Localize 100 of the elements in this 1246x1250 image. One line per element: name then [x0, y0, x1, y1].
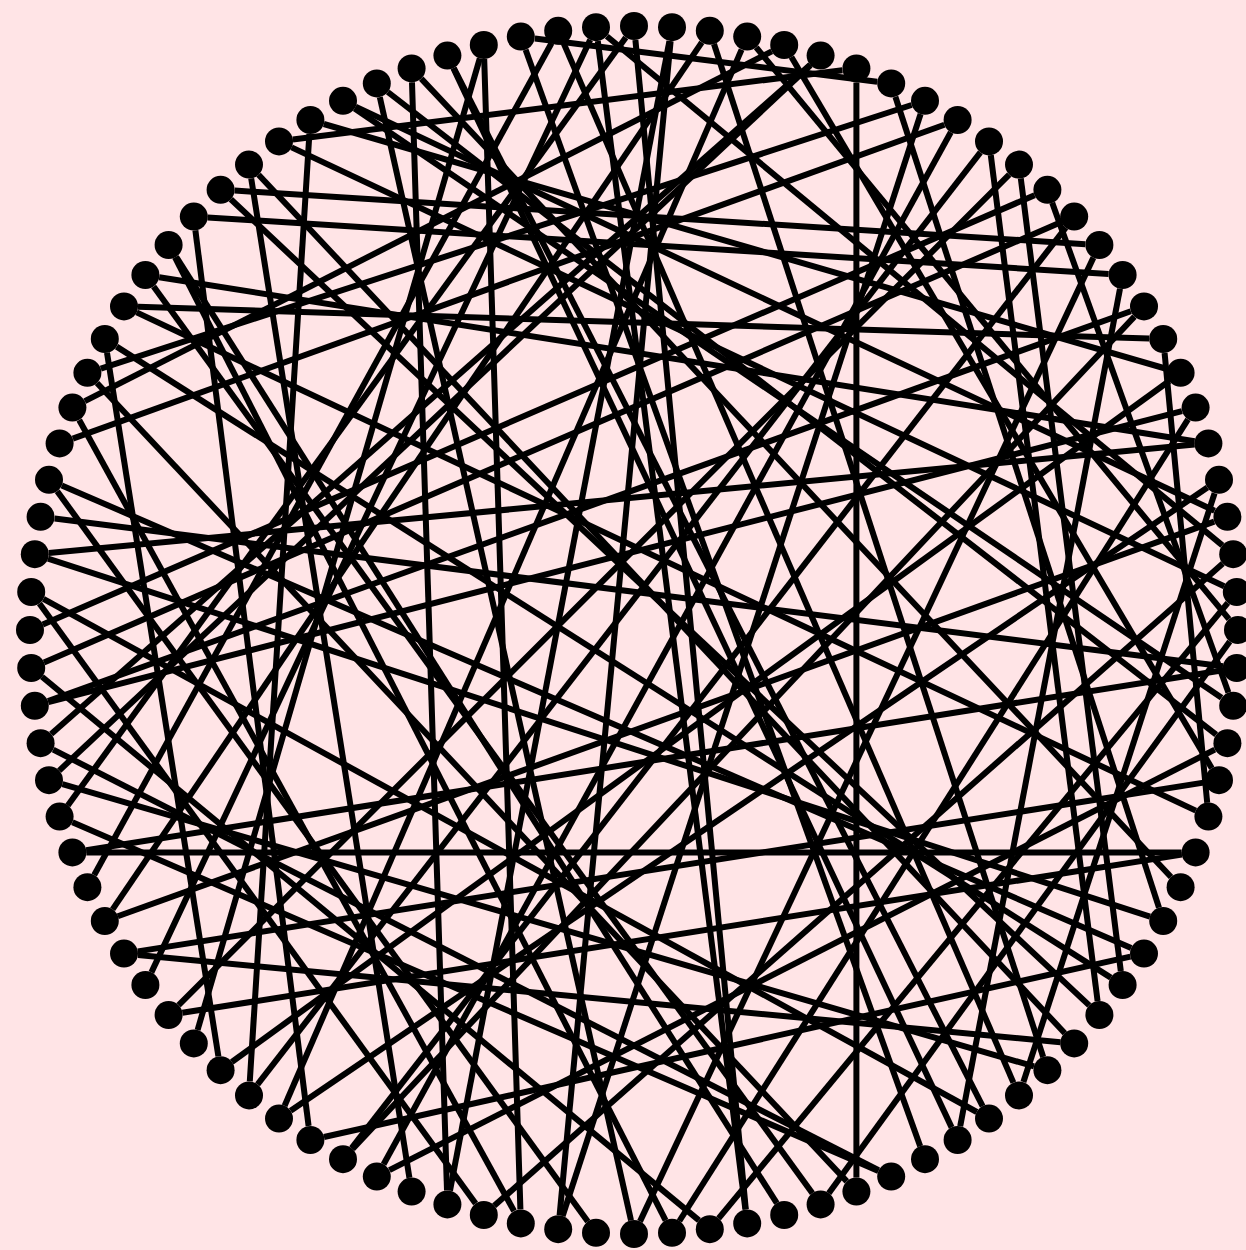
node-dot — [1085, 231, 1114, 259]
connector-line — [104, 352, 222, 1057]
connector-line — [54, 515, 1224, 670]
connector-line — [61, 781, 1035, 1070]
connector-line — [99, 102, 913, 372]
node-dot — [695, 1215, 724, 1244]
connector-line — [230, 378, 1171, 1065]
node-dot — [770, 1201, 799, 1229]
node-dot — [154, 231, 183, 259]
connector-line — [48, 441, 1195, 556]
node-dot — [1166, 873, 1195, 902]
node-dot — [1108, 261, 1137, 289]
node-dot — [544, 1215, 573, 1244]
connector-line — [42, 219, 1063, 666]
connector-line — [788, 55, 1215, 770]
connector-line — [47, 408, 1183, 706]
connector-line — [83, 48, 774, 404]
node-dot — [842, 54, 871, 83]
connector-line — [40, 674, 701, 1223]
node-dot — [265, 1104, 293, 1133]
node-dot — [770, 31, 799, 59]
connector-line — [234, 187, 1086, 248]
connector-line — [115, 344, 1113, 981]
node-dot — [544, 16, 573, 45]
connector-line — [632, 39, 749, 1210]
connector-line — [853, 82, 860, 1178]
connector-line — [826, 639, 1233, 1195]
node-dot — [506, 22, 535, 51]
node-dot — [45, 429, 74, 458]
node-dot — [397, 54, 426, 83]
node-dot — [582, 13, 610, 42]
connector-line — [47, 308, 1132, 704]
node-dot — [1149, 325, 1178, 353]
connector-line — [71, 121, 946, 442]
node-dot — [265, 127, 293, 156]
node-dot — [179, 202, 208, 231]
node-dot — [16, 616, 44, 644]
node-dot — [73, 873, 102, 902]
node-dot — [1033, 1056, 1062, 1085]
node-dot — [506, 1209, 535, 1238]
connector-line — [290, 144, 1226, 589]
node-dot — [806, 41, 835, 70]
node-dot — [131, 261, 160, 289]
connector-line — [41, 192, 1036, 628]
connector-line — [135, 309, 1198, 814]
node-dot — [58, 393, 87, 422]
node-dot — [1205, 465, 1233, 494]
node-dot — [582, 1218, 610, 1247]
connector-line — [676, 417, 1191, 1223]
connector-line — [376, 96, 634, 1222]
node-dot — [329, 1145, 357, 1174]
connector-line — [354, 103, 1216, 514]
node-dot — [362, 69, 391, 98]
connector-line — [1020, 492, 1218, 1083]
node-dot — [1033, 175, 1062, 204]
connector-line — [716, 600, 1231, 1221]
connector-line — [957, 288, 1123, 1127]
connector-line — [388, 746, 1217, 1173]
connector-line — [892, 95, 1162, 909]
connector-line — [987, 154, 1101, 1002]
connector-line — [36, 601, 479, 1206]
connector-line — [753, 45, 1232, 622]
node-dot — [877, 69, 906, 98]
connector-line — [380, 130, 954, 1166]
connector-line — [409, 82, 450, 1191]
connector-line — [556, 40, 674, 1216]
node-dot — [1005, 1081, 1033, 1110]
node-dot — [110, 939, 138, 968]
connector-line — [349, 225, 1069, 1151]
connector-line — [76, 418, 517, 1213]
connector-line — [54, 489, 591, 1224]
connector-line — [192, 230, 312, 1127]
connector-line — [604, 33, 1225, 548]
connector-line — [711, 43, 1047, 1058]
connector-line — [172, 256, 669, 1222]
node-dot — [20, 540, 49, 569]
node-dot — [1060, 202, 1089, 231]
node-dot — [733, 22, 762, 51]
node-dot — [179, 1029, 208, 1058]
node-dot — [1205, 766, 1233, 795]
connector-line — [94, 380, 849, 1184]
connector-line — [281, 48, 745, 1107]
connector-line — [116, 518, 1216, 920]
connector-line — [637, 256, 1097, 1223]
node-dot — [943, 1126, 972, 1154]
connector-line — [51, 746, 880, 1173]
node-dot — [90, 907, 119, 935]
node-dot — [1194, 429, 1223, 458]
node-dot — [296, 106, 325, 134]
connector-line — [419, 76, 1174, 880]
node-dot — [362, 1162, 391, 1191]
node-dot — [658, 13, 686, 42]
connector-line — [85, 667, 1224, 854]
node-dot — [469, 1201, 498, 1229]
node-dot — [1130, 292, 1158, 321]
node-dot — [1149, 907, 1178, 935]
node-dot — [975, 127, 1003, 156]
connector-line — [447, 40, 673, 1192]
connector-line — [559, 113, 924, 1217]
connector-line — [350, 314, 1137, 1152]
